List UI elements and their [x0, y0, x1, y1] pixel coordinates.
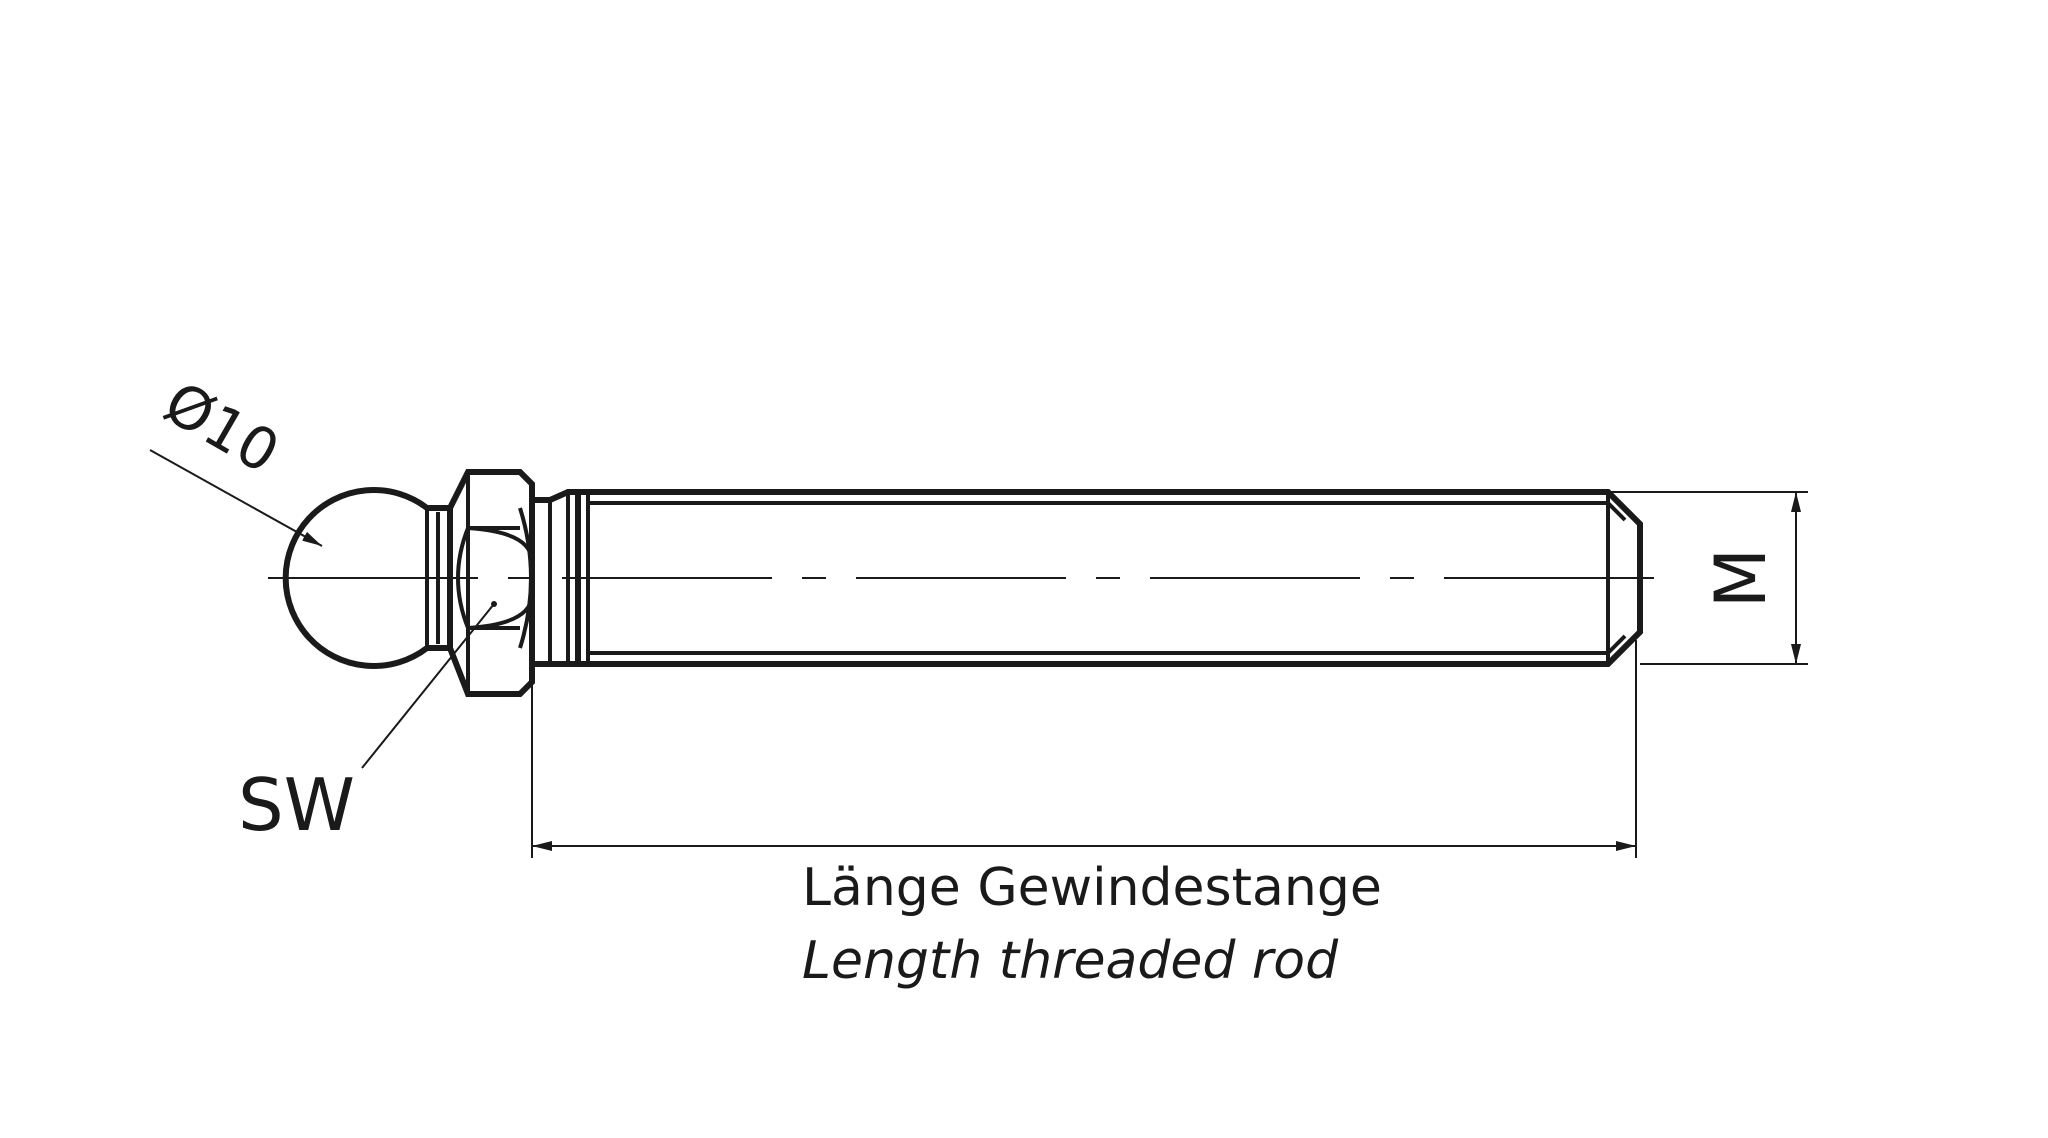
hex-nut — [447, 469, 535, 697]
diameter-dimension: Ø10 — [149, 368, 323, 547]
wrench-size-label: SW — [238, 763, 355, 847]
threaded-rod — [575, 489, 1643, 667]
length-label-de: Länge Gewindestange — [802, 858, 1382, 918]
length-label-en: Length threaded rod — [802, 931, 1339, 991]
ball-head — [282, 487, 429, 669]
thread-dimension: M — [1610, 491, 1808, 665]
diameter-label: Ø10 — [153, 368, 290, 487]
wrench-size-leader: SW — [238, 601, 497, 847]
length-dimension: Länge Gewindestange Length threaded rod — [531, 640, 1637, 991]
thread-label: M — [1700, 548, 1782, 608]
